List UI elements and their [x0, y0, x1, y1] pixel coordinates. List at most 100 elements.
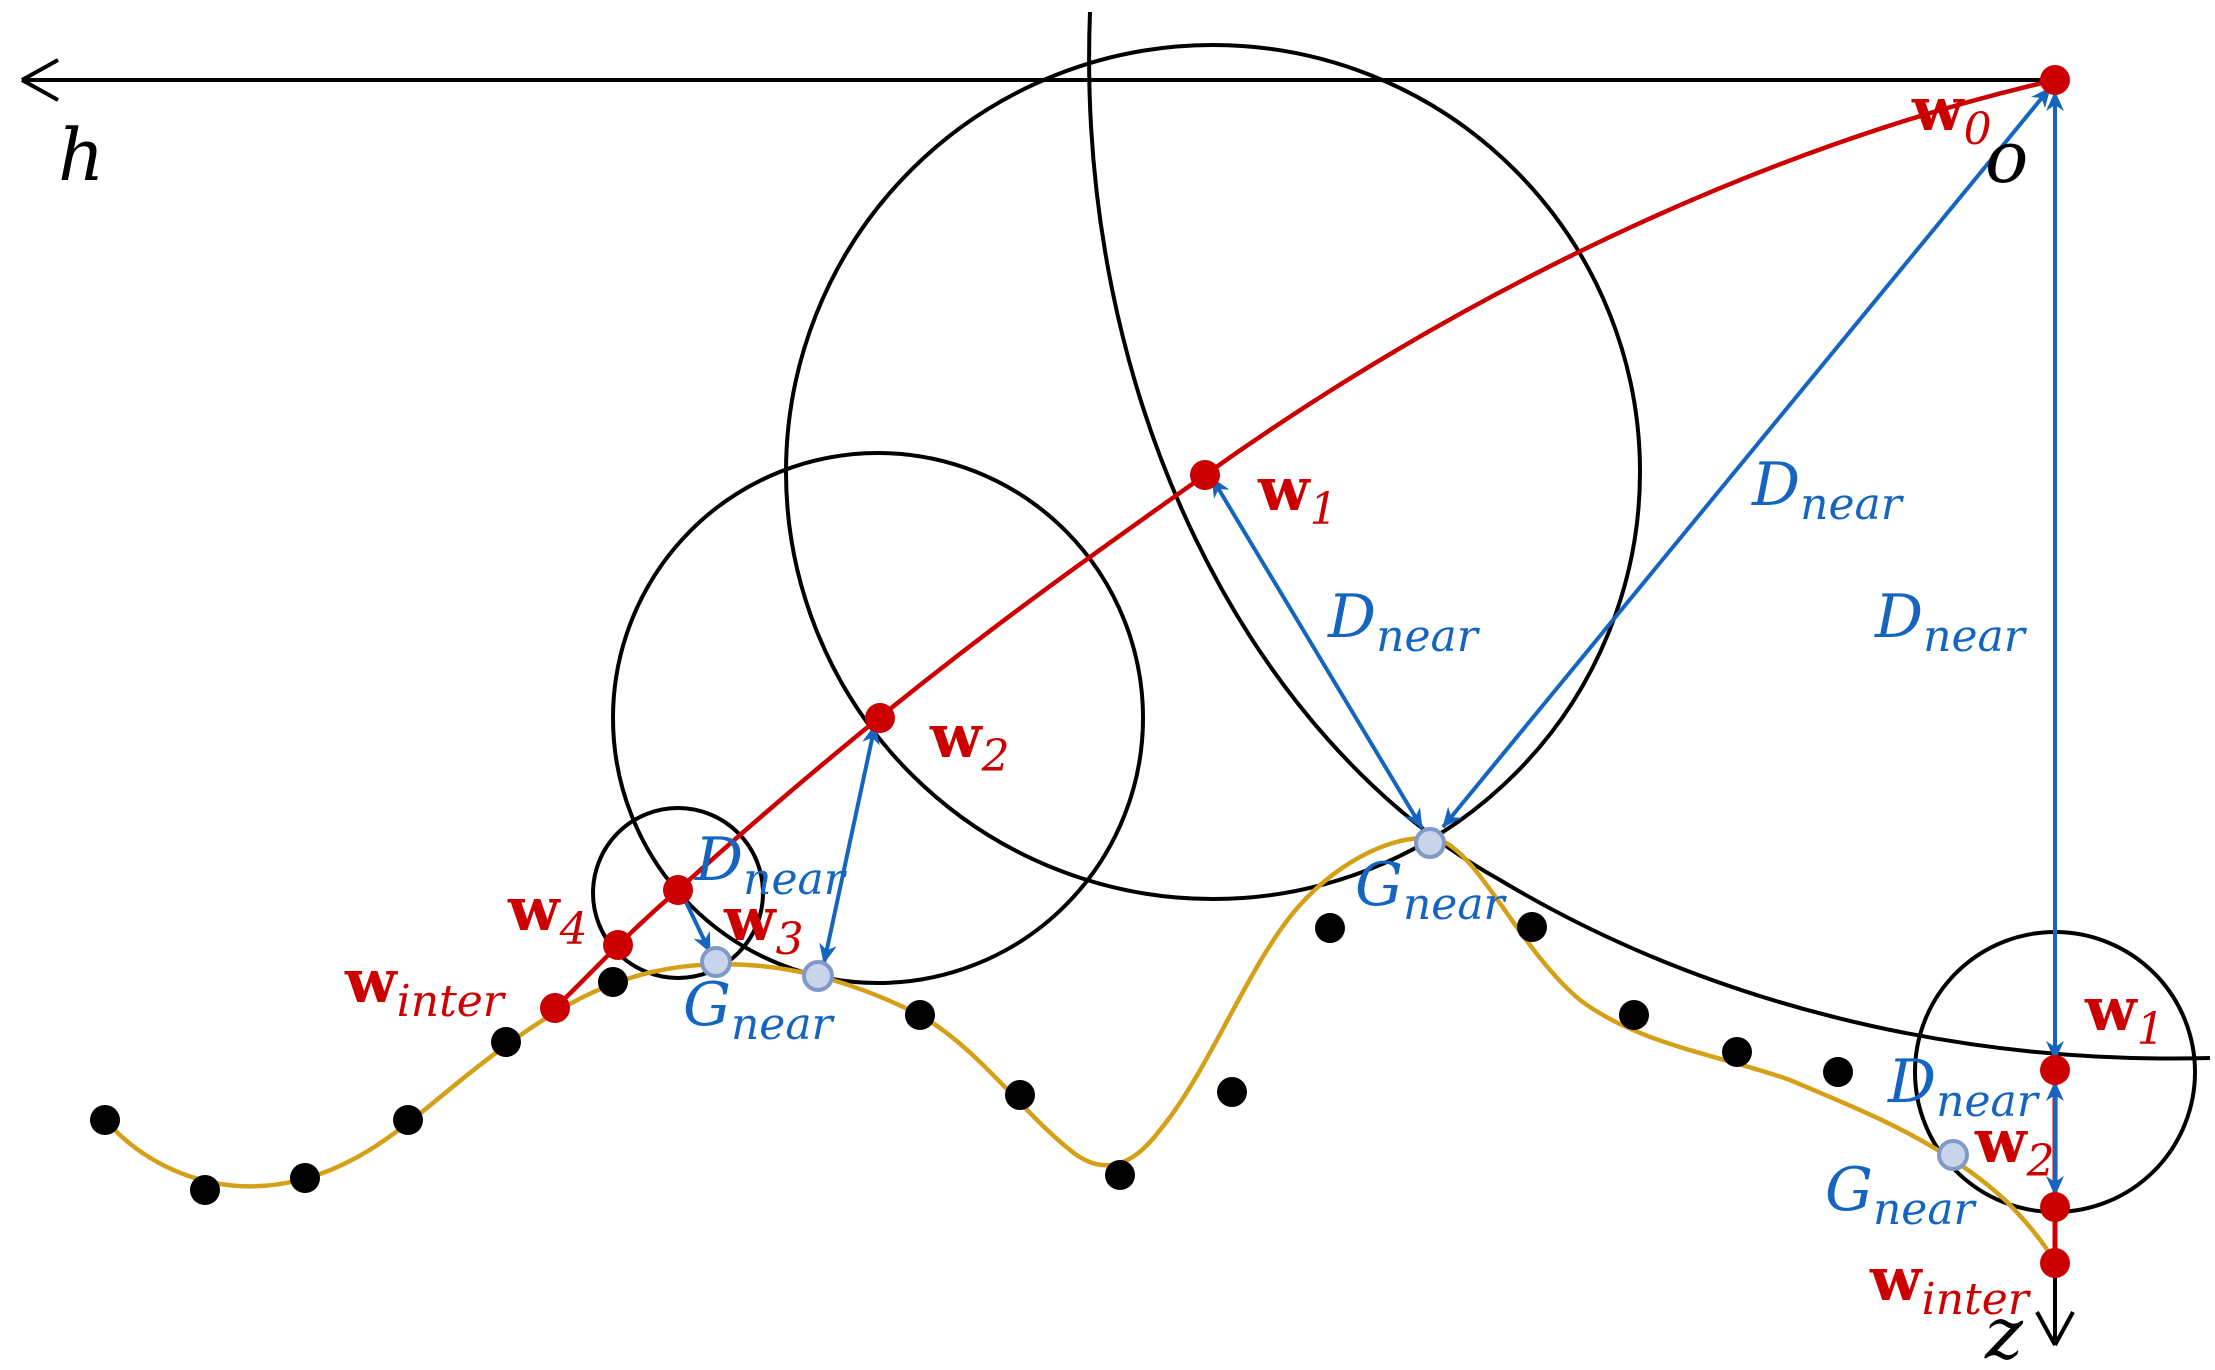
dnear-arrow-w2-to-g — [819, 724, 880, 964]
dnear-label-5-main: D — [1887, 1047, 1936, 1117]
svg-text:Dnear: Dnear — [694, 825, 848, 905]
label-w0-sub: 0 — [1964, 104, 1992, 155]
label-w2: w2 — [929, 702, 1010, 782]
distance-arrows — [682, 86, 2064, 1196]
dnear-label-3-main: D — [1874, 582, 1923, 652]
label-right-w2-sub: 2 — [2026, 1136, 2055, 1187]
dnear-label-2-sub: near — [1376, 611, 1481, 662]
label-right-winter-sub: inter — [1922, 1274, 2032, 1325]
point-right-w1 — [2040, 1055, 2070, 1085]
sphere-w2 — [611, 451, 1145, 985]
svg-text:winter: winter — [344, 947, 507, 1027]
svg-text:Dnear: Dnear — [1327, 582, 1481, 662]
label-right-w1-main: w — [2084, 975, 2138, 1045]
gnear-label-1-main: G — [1355, 850, 1403, 920]
ground-sample-dot-4 — [393, 1105, 423, 1135]
ground-sample-dot-7 — [905, 1000, 935, 1030]
svg-text:w4: w4 — [507, 875, 588, 955]
dnear-label-3: Dnear — [1874, 582, 2028, 662]
ground-sample-dot-12 — [1517, 912, 1547, 942]
point-right-winter — [2040, 1248, 2070, 1278]
ground-sample-dot-8 — [1005, 1080, 1035, 1110]
label-w2-main: w — [929, 702, 983, 772]
dnear-arrow-origin-to-g — [1441, 86, 2052, 829]
point-w1 — [1190, 460, 1220, 490]
ground-sample-dot-1 — [90, 1105, 120, 1135]
label-right-w2-main: w — [1974, 1107, 2028, 1177]
label-right-w1: w1 — [2084, 975, 2165, 1055]
label-right-winter-main: w — [1869, 1245, 1923, 1315]
trajectory-points — [540, 65, 2070, 1278]
g-near-point-4 — [1937, 1139, 1969, 1171]
g-near-point-2 — [802, 960, 834, 992]
svg-text:Dnear: Dnear — [1874, 582, 2028, 662]
svg-text:w0: w0 — [1911, 75, 1992, 155]
label-w3-main: w — [723, 885, 777, 955]
dnear-label-2: Dnear — [1327, 582, 1481, 662]
ground-sample-dot-11 — [1315, 913, 1345, 943]
label-winter: winter — [344, 947, 507, 1027]
ground-sample-dot-6 — [598, 967, 628, 997]
gnear-label-3-main: G — [1825, 1155, 1873, 1225]
svg-text:Gnear: Gnear — [1825, 1155, 1978, 1235]
g-near-point-1 — [1414, 827, 1446, 859]
ground-sample-dot-13 — [1619, 1000, 1649, 1030]
point-w2 — [865, 703, 895, 733]
point-w3 — [663, 875, 693, 905]
dnear-label-5: Dnear — [1887, 1047, 2041, 1127]
dnear-label-1-sub: near — [1800, 479, 1905, 530]
dnear-arrow-w1-to-g — [1210, 476, 1424, 830]
ground-curve — [103, 835, 2057, 1264]
dnear-label-3-sub: near — [1923, 611, 2028, 662]
svg-text:Dnear: Dnear — [1887, 1047, 2041, 1127]
gnear-label-3-sub: near — [1873, 1184, 1978, 1235]
ground-samples — [90, 912, 1853, 1205]
label-right-w1-sub: 1 — [2137, 1004, 2165, 1055]
g-near-point-3 — [700, 946, 732, 978]
label-w1-main: w — [1257, 455, 1311, 525]
label-w0: w0 — [1911, 75, 1992, 155]
point-right-w2 — [2040, 1192, 2070, 1222]
dnear-label-4-sub: near — [743, 854, 848, 905]
point-w0 — [2040, 65, 2070, 95]
point-w4 — [603, 930, 633, 960]
dnear-label-4-main: D — [694, 825, 743, 895]
gnear-label-1: Gnear — [1355, 850, 1508, 930]
svg-text:Gnear: Gnear — [1355, 850, 1508, 930]
ground-nearest-points — [700, 827, 1969, 1171]
ground-sample-dot-15 — [1823, 1057, 1853, 1087]
dnear-label-1: Dnear — [1751, 450, 1905, 530]
label-w4-sub: 4 — [559, 904, 588, 955]
dnear-label-5-sub: near — [1936, 1076, 2041, 1127]
h-axis — [21, 58, 2055, 102]
label-w2-sub: 2 — [981, 731, 1010, 782]
svg-text:w1: w1 — [1257, 455, 1338, 535]
svg-text:winter: winter — [1869, 1245, 2032, 1325]
label-w1: w1 — [1257, 455, 1338, 535]
gnear-label-2: Gnear — [683, 970, 836, 1050]
gnear-label-3: Gnear — [1825, 1155, 1978, 1235]
svg-text:w2: w2 — [1974, 1107, 2055, 1187]
h-axis-label: h — [58, 113, 104, 197]
ground-arc — [1087, 11, 2211, 1061]
gnear-label-2-main: G — [683, 970, 731, 1040]
origin-label: o — [1985, 115, 2028, 199]
gnear-label-2-sub: near — [731, 999, 836, 1050]
gnear-label-1-sub: near — [1403, 879, 1508, 930]
svg-text:w1: w1 — [2084, 975, 2165, 1055]
point-winter — [540, 993, 570, 1023]
dnear-arrow-w4-to-g — [682, 897, 712, 953]
label-w4-main: w — [507, 875, 561, 945]
ground-sample-dot-3 — [290, 1163, 320, 1193]
dnear-label-2-main: D — [1327, 582, 1376, 652]
label-w3-sub: 3 — [776, 914, 804, 965]
ground-sample-dot-5 — [491, 1027, 521, 1057]
dnear-label-4: Dnear — [694, 825, 848, 905]
ground-sample-dot-2 — [190, 1175, 220, 1205]
ground-sample-dot-14 — [1722, 1037, 1752, 1067]
label-right-winter: winter — [1869, 1245, 2032, 1325]
label-w3: w3 — [723, 885, 804, 965]
sphere-w4 — [591, 806, 765, 980]
